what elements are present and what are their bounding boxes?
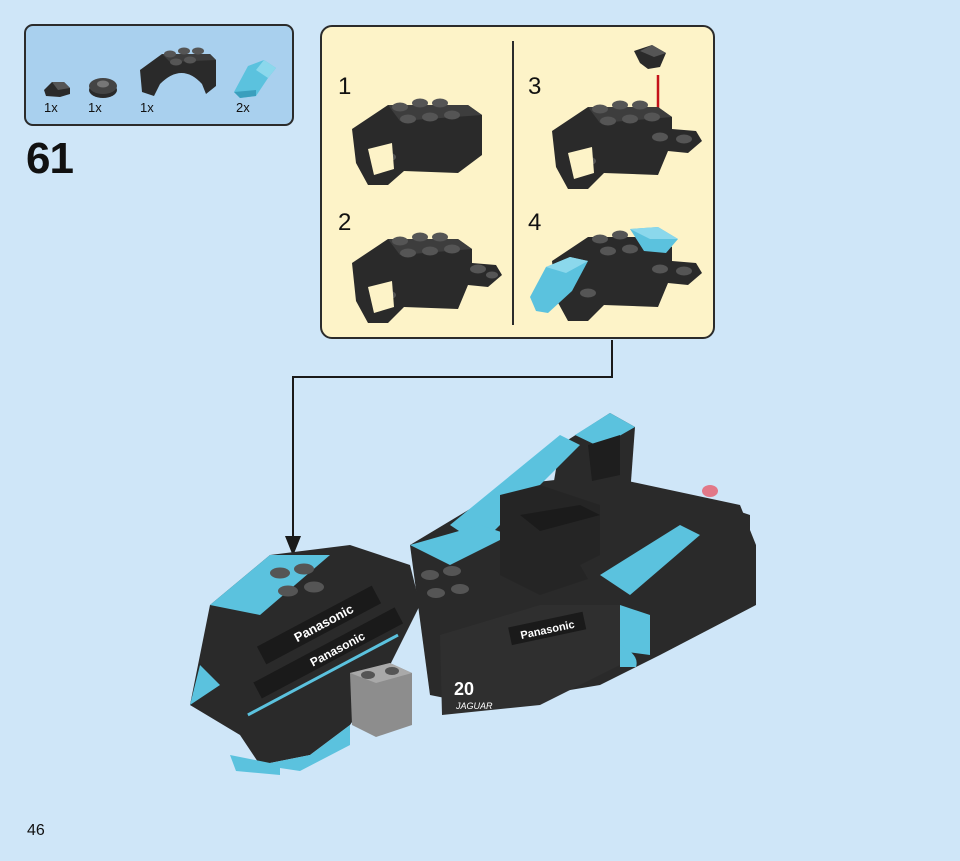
substep-label: 3 [528, 73, 542, 100]
half-round-plate-icon [44, 82, 70, 97]
round-plate-icon [89, 78, 117, 98]
subassembly-callout: 1 2 3 4 [320, 25, 715, 339]
race-car-model: Panasonic Panasonic Panasonic 20 JAGUAR [190, 413, 756, 775]
substep-2-model [352, 232, 502, 323]
step-number: 61 [26, 134, 74, 183]
substep-4-model [530, 227, 702, 321]
part-qty: 1x [88, 100, 102, 115]
part-qty: 1x [44, 100, 58, 115]
car-number-decal: 20 [454, 679, 474, 699]
brand-decal: JAGUAR [455, 701, 493, 711]
divider [512, 41, 514, 325]
azure-slope-icon [234, 60, 276, 98]
parts-callout: 1x 1x 1x 2x [24, 24, 294, 126]
part-qty: 1x [140, 100, 154, 115]
substep-1-model [352, 98, 482, 185]
substep-label: 2 [338, 209, 352, 236]
substep-label: 4 [528, 209, 542, 236]
substep-3-model [552, 45, 702, 189]
page-number: 46 [27, 822, 45, 839]
substep-label: 1 [338, 73, 352, 100]
part-qty: 2x [236, 100, 250, 115]
arch-brick-icon [140, 47, 216, 96]
